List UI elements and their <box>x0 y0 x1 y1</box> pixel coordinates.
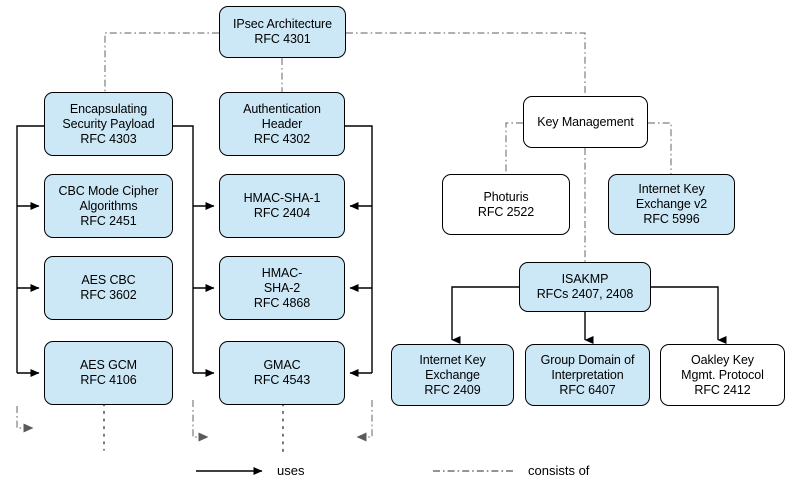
node-line: RFC 2404 <box>253 206 311 220</box>
legend-label-consists-of: consists of <box>528 463 590 478</box>
node-hmac-sha-2[interactable]: HMAC- SHA-2 RFC 4868 <box>219 256 345 320</box>
node-line: RFC 4303 <box>80 131 137 146</box>
node-line: Interpretation <box>551 367 624 382</box>
node-line: Key Management <box>537 114 634 129</box>
node-line: GMAC <box>263 358 301 372</box>
node-line: Header <box>261 116 303 131</box>
node-line: Exchange v2 <box>635 197 708 211</box>
node-oakley-key-mgmt-protocol[interactable]: Oakley Key Mgmt. Protocol RFC 2412 <box>660 344 785 406</box>
node-encapsulating-security-payload[interactable]: Encapsulating Security Payload RFC 4303 <box>44 92 173 156</box>
node-line: Internet Key <box>419 352 486 367</box>
node-line: RFC 3602 <box>80 288 137 302</box>
node-line: Group Domain of <box>540 352 635 367</box>
ellipsis-dots <box>103 403 284 457</box>
node-line: Encapsulating <box>69 101 148 116</box>
node-line: Security Payload <box>62 116 155 131</box>
node-internet-key-exchange[interactable]: Internet Key Exchange RFC 2409 <box>391 344 514 406</box>
node-line: RFC 4301 <box>254 32 311 46</box>
node-line: AES CBC <box>81 273 136 287</box>
node-gmac[interactable]: GMAC RFC 4543 <box>219 341 345 405</box>
node-line: Authentication <box>243 101 321 116</box>
node-line: RFCs 2407, 2408 <box>536 287 634 301</box>
node-key-management[interactable]: Key Management <box>523 96 648 148</box>
node-line: RFC 2451 <box>80 213 137 228</box>
node-ipsec-architecture[interactable]: IPsec Architecture RFC 4301 <box>219 6 346 58</box>
node-line: RFC 2409 <box>424 382 481 397</box>
node-line: RFC 4302 <box>253 131 311 146</box>
node-isakmp[interactable]: ISAKMP RFCs 2407, 2408 <box>519 262 651 312</box>
node-line: IPsec Architecture <box>233 17 332 31</box>
node-line: RFC 4106 <box>80 373 137 387</box>
node-line: RFC 2412 <box>694 382 751 397</box>
node-line: Internet Key <box>638 182 705 196</box>
node-hmac-sha-1[interactable]: HMAC-SHA-1 RFC 2404 <box>219 174 345 238</box>
uses-edges <box>16 125 727 377</box>
node-aes-gcm[interactable]: AES GCM RFC 4106 <box>44 341 173 405</box>
node-line: Exchange <box>425 367 480 382</box>
node-line: RFC 2522 <box>477 204 535 219</box>
node-line: Algorithms <box>79 198 138 213</box>
node-line: AES GCM <box>80 358 137 372</box>
node-aes-cbc[interactable]: AES CBC RFC 3602 <box>44 256 173 320</box>
legend-label-uses: uses <box>277 463 305 478</box>
node-line: Mgmt. Protocol <box>681 367 764 382</box>
node-line: RFC 5996 <box>643 212 700 226</box>
node-line: HMAC-SHA-1 <box>243 191 321 205</box>
node-line: RFC 6407 <box>559 382 616 397</box>
node-line: RFC 4543 <box>253 373 311 387</box>
node-group-domain-of-interpretation[interactable]: Group Domain of Interpretation RFC 6407 <box>525 344 650 406</box>
node-photuris[interactable]: Photuris RFC 2522 <box>442 174 570 235</box>
node-line: ISAKMP <box>561 272 609 286</box>
node-line: RFC 4868 <box>253 295 311 310</box>
node-cbc-mode-cipher-algorithms[interactable]: CBC Mode Cipher Algorithms RFC 2451 <box>44 174 173 238</box>
node-line: CBC Mode Cipher <box>58 183 159 198</box>
node-line: Photuris <box>483 189 529 204</box>
node-line: HMAC- <box>261 265 303 280</box>
node-line: SHA-2 <box>263 280 301 295</box>
node-line: Oakley Key <box>691 352 754 367</box>
node-authentication-header[interactable]: Authentication Header RFC 4302 <box>219 92 345 156</box>
node-internet-key-exchange-v2[interactable]: Internet Key Exchange v2 RFC 5996 <box>608 174 735 235</box>
